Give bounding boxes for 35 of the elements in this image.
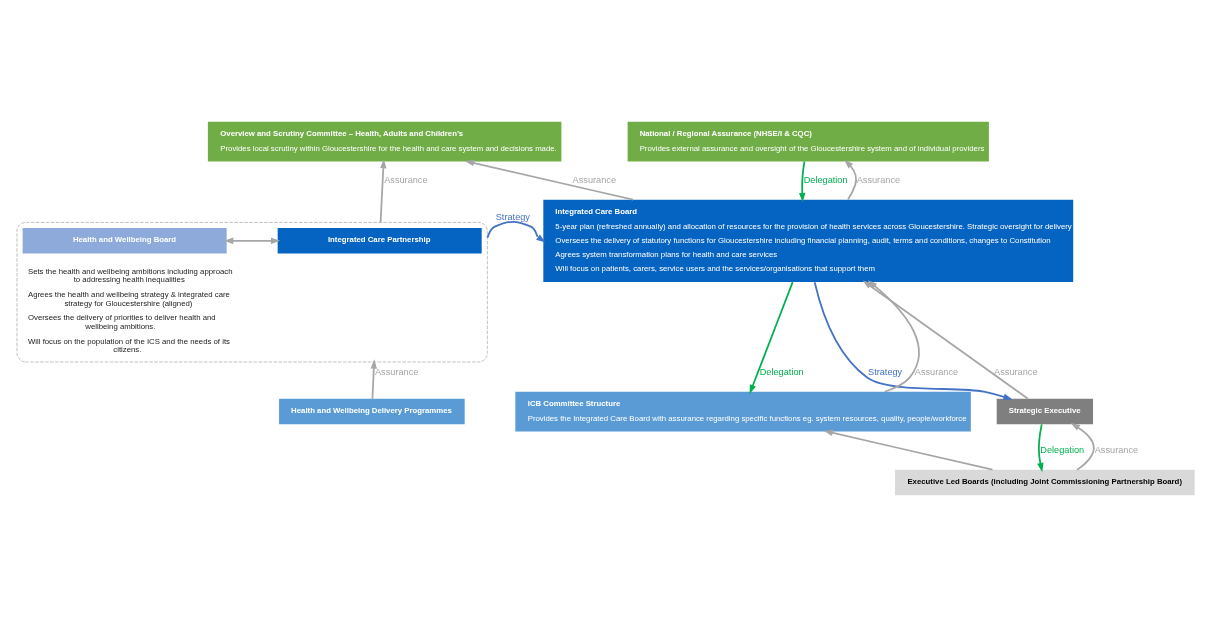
- node-box: Executive Led Boards (including Joint Commissioning Partnership Board): [895, 469, 1195, 496]
- arrow: [799, 160, 806, 203]
- edge-label: Assurance: [374, 367, 419, 378]
- arrow: [862, 280, 1029, 400]
- arrow: [464, 159, 634, 201]
- edge-label: Assurance: [1094, 444, 1139, 455]
- arrow: [813, 281, 1013, 400]
- arrow: [486, 220, 546, 243]
- arrow: [867, 280, 920, 393]
- edge-label: Delegation: [1040, 444, 1085, 455]
- edge-label: Assurance: [914, 367, 959, 378]
- edge-label: Delegation: [803, 175, 848, 186]
- edge-label: Assurance: [856, 175, 901, 186]
- node-box: Overview and Scrutiny Committee – Health, Adults and Children’s Provides local scrutiny within Gloucestershire for the health and care system and decisions made.: [207, 121, 562, 162]
- edge-label: Strategy: [868, 367, 903, 378]
- node-box: Strategic Executive: [996, 398, 1094, 425]
- edge-label: Delegation: [759, 367, 804, 378]
- node-box: National / Regional Assurance (NHSE/I & CQC) Provides external assurance and oversight of the Gloucestershire system and of individual providers: [627, 121, 989, 162]
- arrow: [1070, 423, 1095, 471]
- edge-label: Assurance: [994, 367, 1038, 378]
- edge-label: Assurance: [572, 175, 617, 186]
- node-box: Integrated Care Partnership: [277, 228, 482, 254]
- arrow: [844, 159, 858, 201]
- arrow: [823, 429, 994, 471]
- arrow: [749, 281, 794, 395]
- arrow: [370, 359, 378, 400]
- edge-label: Assurance: [384, 175, 428, 186]
- arrow: [224, 237, 281, 245]
- arrow: [1037, 423, 1044, 473]
- edge-label: Strategy: [495, 211, 530, 222]
- node-box: Integrated Care Board 5-year plan (refreshed annually) and allocation of resources for the provision of health services across Gloucestershire. Strategic oversight for delivery Oversees the delivery of statutory functions for Gloucestershire including financial planning, audit, terms and conditions, changes to Constitution Agrees system transformation plans for health and care services Will focus on patients, carers, service users and the services/organisations that support them: [543, 199, 1074, 282]
- node-box: Health and Wellbeing Delivery Programmes: [279, 398, 465, 425]
- node-box: Health and Wellbeing Board: [22, 228, 227, 254]
- arrow: [379, 159, 387, 224]
- node-box: ICB Committee Structure Provides the Integrated Care Board with assurance regarding specific functions eg. system resources, quality, people/workforce: [515, 391, 971, 432]
